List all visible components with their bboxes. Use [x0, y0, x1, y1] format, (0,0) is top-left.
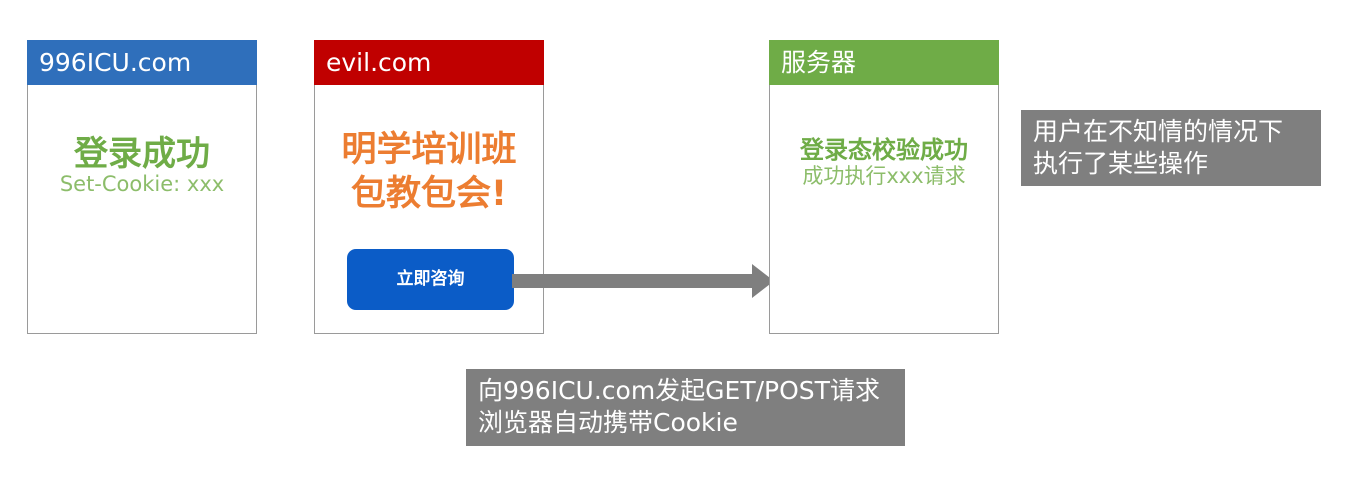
panel-server: 服务器 登录态校验成功 成功执行xxx请求 — [769, 40, 999, 334]
consult-button[interactable]: 立即咨询 — [347, 249, 514, 310]
set-cookie-text: Set-Cookie: xxx — [59, 172, 225, 196]
note-request-line-1: 向996ICU.com发起GET/POST请求 — [478, 376, 880, 405]
note-request: 向996ICU.com发起GET/POST请求 浏览器自动携带Cookie — [466, 369, 905, 446]
panel-996icu: 996ICU.com 登录成功 Set-Cookie: xxx — [27, 40, 257, 334]
ad-text-line-1: 明学培训班 — [341, 130, 517, 170]
ad-text-line-2: 包教包会! — [351, 174, 507, 214]
request-executed-text: 成功执行xxx请求 — [802, 164, 966, 188]
panel-header-996icu: 996ICU.com — [27, 40, 257, 85]
note-user-unaware: 用户在不知情的情况下 执行了某些操作 — [1021, 110, 1321, 186]
login-verify-success-title: 登录态校验成功 — [800, 136, 968, 164]
right-arrow-icon — [512, 264, 774, 298]
panel-header-evil: evil.com — [314, 40, 544, 85]
login-success-title: 登录成功 — [74, 134, 210, 174]
note-user-line-2: 执行了某些操作 — [1033, 149, 1209, 178]
note-request-line-2: 浏览器自动携带Cookie — [478, 408, 738, 437]
panel-evil: evil.com 明学培训班 包教包会! 立即咨询 — [314, 40, 544, 334]
note-user-line-1: 用户在不知情的情况下 — [1033, 117, 1284, 146]
arrow-shape — [512, 264, 774, 298]
panel-header-server: 服务器 — [769, 40, 999, 85]
